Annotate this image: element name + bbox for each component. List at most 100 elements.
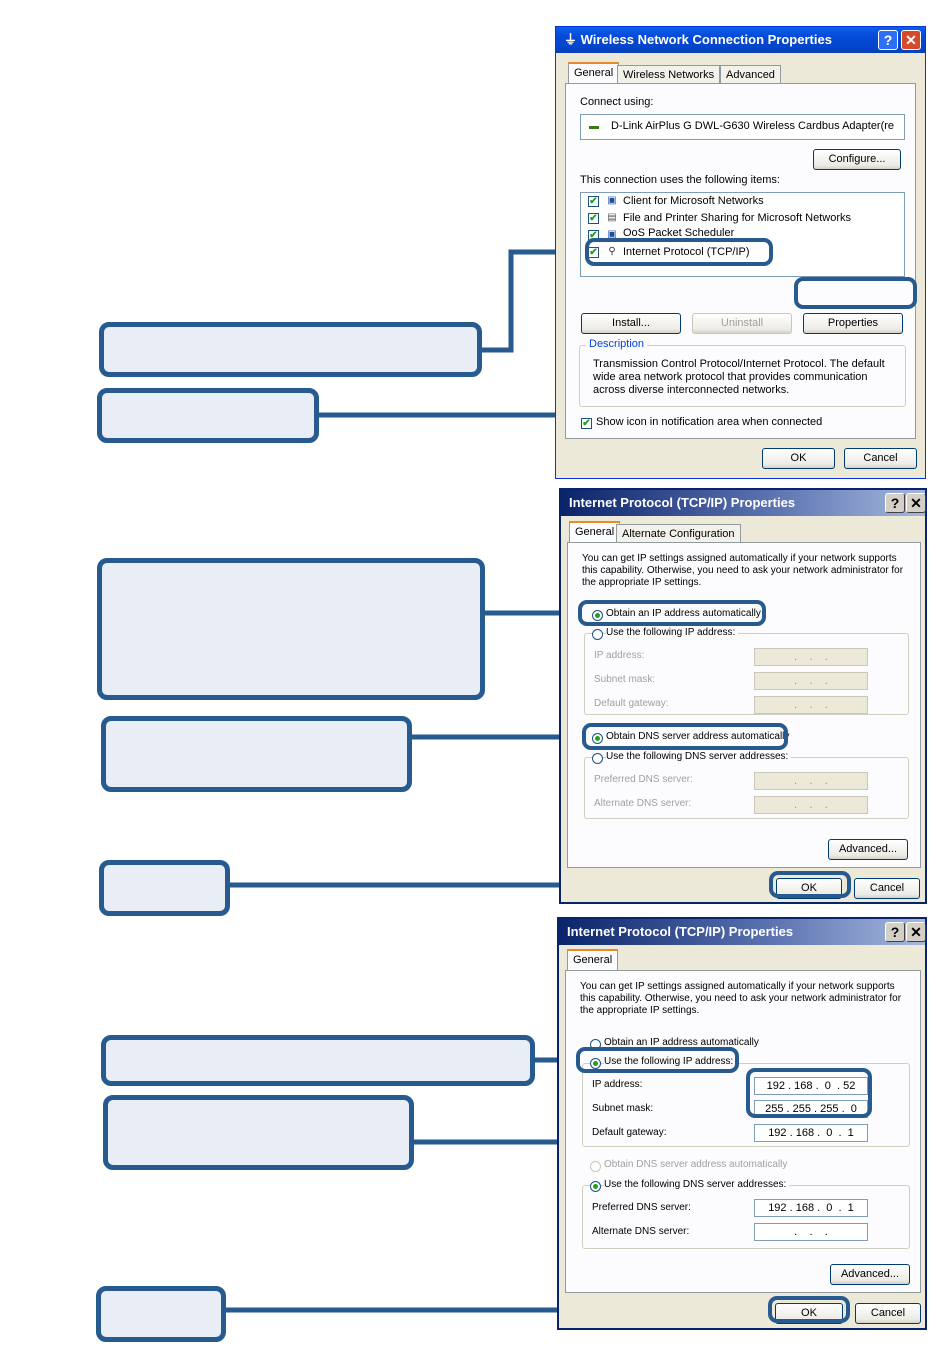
subnet-mask-label: Subnet mask: (592, 1103, 654, 1114)
intro-line: You can get IP settings assigned automat… (582, 553, 897, 564)
window-title: Internet Protocol (TCP/IP) Properties (567, 924, 794, 939)
obtain-ip-auto-label: Obtain an IP address automatically (604, 1037, 759, 1048)
callout-box (101, 1035, 535, 1086)
adapter-field: ▬ D-Link AirPlus G DWL-G630 Wireless Car… (580, 114, 905, 140)
intro-line: this capability. Otherwise, you need to … (582, 565, 904, 576)
highlight-tcpip-item (585, 238, 773, 266)
connect-using-label: Connect using: (580, 96, 654, 108)
tab-general[interactable]: General (567, 949, 619, 970)
default-gateway-field[interactable]: . . . (754, 696, 868, 714)
highlight-ip-and-subnet (746, 1068, 872, 1118)
subnet-mask-label: Subnet mask: (594, 674, 656, 685)
cancel-button[interactable]: Cancel (844, 448, 917, 469)
description-title: Description (586, 338, 648, 350)
default-gateway-field[interactable]: 192 . 168 . 0 . 1 (754, 1124, 868, 1142)
item-checkbox[interactable]: ✔ (588, 213, 599, 224)
general-tab-panel: You can get IP settings assigned automat… (565, 970, 921, 1293)
use-following-ip-label: Use the following IP address: (606, 627, 739, 638)
tab-wireless-networks[interactable]: Wireless Networks (617, 65, 721, 83)
configure-button[interactable]: Configure... (813, 149, 901, 170)
item-label: Client for Microsoft Networks (623, 195, 764, 207)
callout-box (99, 322, 482, 377)
ok-button[interactable]: OK (762, 448, 835, 469)
callout-box (97, 558, 485, 700)
ip-address-label: IP address: (594, 650, 645, 661)
uninstall-button[interactable]: Uninstall (692, 313, 792, 334)
tcpip-properties-window-static: Internet Protocol (TCP/IP) Properties ? … (557, 917, 927, 1330)
show-icon-label: Show icon in notification area when conn… (596, 416, 823, 428)
alternate-dns-label: Alternate DNS server: (592, 1226, 690, 1237)
tab-alternate-configuration[interactable]: Alternate Configuration (616, 524, 741, 542)
highlight-obtain-ip-auto (578, 600, 766, 626)
obtain-dns-auto-label: Obtain DNS server address automatically (606, 731, 790, 742)
obtain-dns-auto-label: Obtain DNS server address automatically (604, 1159, 788, 1170)
ip-address-field[interactable]: 192 . 168 . 0 . 52 (754, 1077, 868, 1095)
item-label: Internet Protocol (TCP/IP) (623, 246, 750, 258)
intro-line: this capability. Otherwise, you need to … (580, 993, 902, 1004)
help-button[interactable]: ? (885, 493, 905, 513)
tab-advanced[interactable]: Advanced (720, 65, 781, 83)
highlight-properties-button (794, 277, 917, 309)
intro-line: the appropriate IP settings. (582, 577, 702, 588)
window-title: Internet Protocol (TCP/IP) Properties (569, 495, 796, 510)
preferred-dns-label: Preferred DNS server: (594, 774, 693, 785)
ip-address-field[interactable]: . . . (754, 648, 868, 666)
adapter-card-icon: ▬ (589, 121, 599, 132)
preferred-dns-field[interactable]: . . . (754, 772, 868, 790)
highlight-obtain-dns-auto (582, 723, 788, 750)
close-button[interactable]: ✕ (901, 30, 921, 50)
close-button[interactable]: ✕ (906, 922, 926, 942)
title-bar: ⏚ Wireless Network Connection Properties (556, 27, 925, 53)
callout-box (101, 716, 412, 792)
window-title: Wireless Network Connection Properties (580, 32, 832, 47)
close-button[interactable]: ✕ (906, 493, 926, 513)
properties-button[interactable]: Properties (803, 313, 903, 334)
advanced-button[interactable]: Advanced... (830, 1264, 910, 1285)
cancel-button[interactable]: Cancel (855, 1303, 921, 1324)
default-gateway-label: Default gateway: (592, 1127, 667, 1138)
install-button[interactable]: Install... (581, 313, 681, 334)
obtain-dns-auto-radio[interactable] (590, 1161, 601, 1172)
ok-button[interactable]: OK (775, 1303, 843, 1324)
use-following-dns-radio[interactable] (590, 1181, 601, 1192)
use-following-dns-label: Use the following DNS server addresses: (606, 751, 792, 762)
cancel-button[interactable]: Cancel (854, 878, 920, 899)
callout-box (99, 860, 230, 916)
printer-icon: ▤ (607, 212, 617, 223)
description-line: Transmission Control Protocol/Internet P… (593, 358, 885, 370)
obtain-dns-auto-radio[interactable] (592, 733, 603, 744)
help-button[interactable]: ? (878, 30, 898, 50)
use-following-ip-radio[interactable] (590, 1058, 601, 1069)
use-following-dns-radio[interactable] (592, 753, 603, 764)
title-bar: Internet Protocol (TCP/IP) Properties (561, 490, 925, 516)
use-following-ip-label: Use the following IP address: (604, 1056, 737, 1067)
help-button[interactable]: ? (885, 922, 905, 942)
scheduler-icon: ▣ (607, 229, 617, 240)
obtain-ip-auto-radio[interactable] (592, 610, 603, 621)
tcpip-properties-window-auto: Internet Protocol (TCP/IP) Properties ? … (559, 488, 927, 904)
alternate-dns-label: Alternate DNS server: (594, 798, 692, 809)
components-list[interactable]: ✔ ▣ Client for Microsoft Networks ✔ ▤ Fi… (580, 192, 905, 277)
adapter-name: D-Link AirPlus G DWL-G630 Wireless Cardb… (611, 120, 895, 132)
intro-line: the appropriate IP settings. (580, 1005, 700, 1016)
callout-box (97, 388, 319, 443)
highlight-use-following-ip (576, 1047, 739, 1073)
preferred-dns-label: Preferred DNS server: (592, 1202, 691, 1213)
show-icon-checkbox[interactable]: ✔ (581, 418, 592, 429)
advanced-button[interactable]: Advanced... (828, 839, 908, 860)
use-following-ip-radio[interactable] (592, 629, 603, 640)
preferred-dns-field[interactable]: 192 . 168 . 0 . 1 (754, 1199, 868, 1217)
network-icon: ⏚ (564, 32, 578, 47)
ok-button[interactable]: OK (776, 878, 842, 899)
tab-general[interactable]: General (568, 62, 620, 83)
static-ip-groupbox (582, 1063, 910, 1147)
tab-general[interactable]: General (569, 521, 621, 542)
item-checkbox[interactable]: ✔ (588, 196, 599, 207)
item-label: File and Printer Sharing for Microsoft N… (623, 212, 852, 224)
alternate-dns-field[interactable]: . . . (754, 796, 868, 814)
description-groupbox (579, 345, 906, 407)
alternate-dns-field[interactable]: . . . (754, 1223, 868, 1241)
subnet-mask-field[interactable]: . . . (754, 672, 868, 690)
general-tab-panel: Connect using: ▬ D-Link AirPlus G DWL-G6… (565, 83, 916, 439)
items-label: This connection uses the following items… (580, 174, 780, 186)
